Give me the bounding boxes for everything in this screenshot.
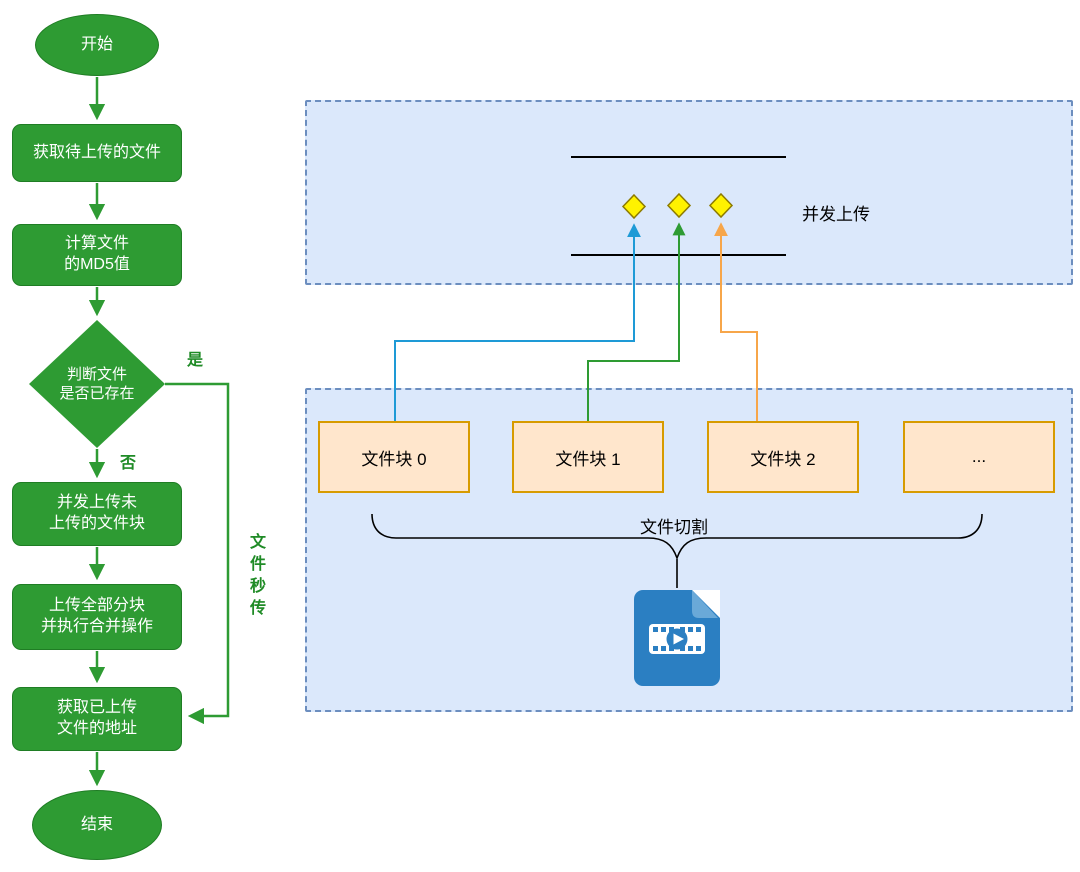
video-file-icon	[634, 590, 720, 686]
file-chunk-block-1: 文件块 1	[512, 421, 664, 493]
diamond-marker-icon	[708, 192, 734, 219]
brace-path	[371, 513, 983, 561]
chunk2-upload-arrow	[714, 222, 758, 421]
instant-transfer-label: 文件秒传	[247, 533, 264, 621]
flow-arrows	[88, 77, 230, 787]
diamond-marker-icon	[666, 192, 692, 219]
flow-end-node: 结束	[32, 790, 162, 860]
flow-get-url-node: 获取已上传 文件的地址	[12, 687, 182, 751]
arrow-yes-branch	[165, 382, 230, 725]
chunk-upload-arrows	[394, 222, 758, 421]
file-chunk-block-0: 文件块 0	[318, 421, 470, 493]
flow-merge-node: 上传全部分块 并执行合并操作	[12, 584, 182, 650]
file-chunk-block-2: 文件块 2	[707, 421, 859, 493]
no-branch-label: 否	[120, 455, 137, 472]
diamond-marker-icon	[621, 193, 647, 220]
yes-branch-label: 是	[187, 352, 204, 369]
flow-calc-md5-node: 计算文件 的MD5值	[12, 224, 182, 286]
split-brace	[371, 513, 983, 588]
flow-upload-chunks-node: 并发上传未 上传的文件块	[12, 482, 182, 546]
flow-start-node: 开始	[35, 14, 159, 76]
concurrent-upload-label: 并发上传	[802, 205, 870, 224]
file-split-label: 文件切割	[640, 518, 708, 537]
upload-marker-icons	[621, 192, 734, 220]
file-chunk-block-more: ...	[903, 421, 1055, 493]
chunk1-upload-arrow	[587, 222, 686, 421]
chunk0-upload-arrow	[394, 223, 641, 421]
flow-get-file-node: 获取待上传的文件	[12, 124, 182, 182]
